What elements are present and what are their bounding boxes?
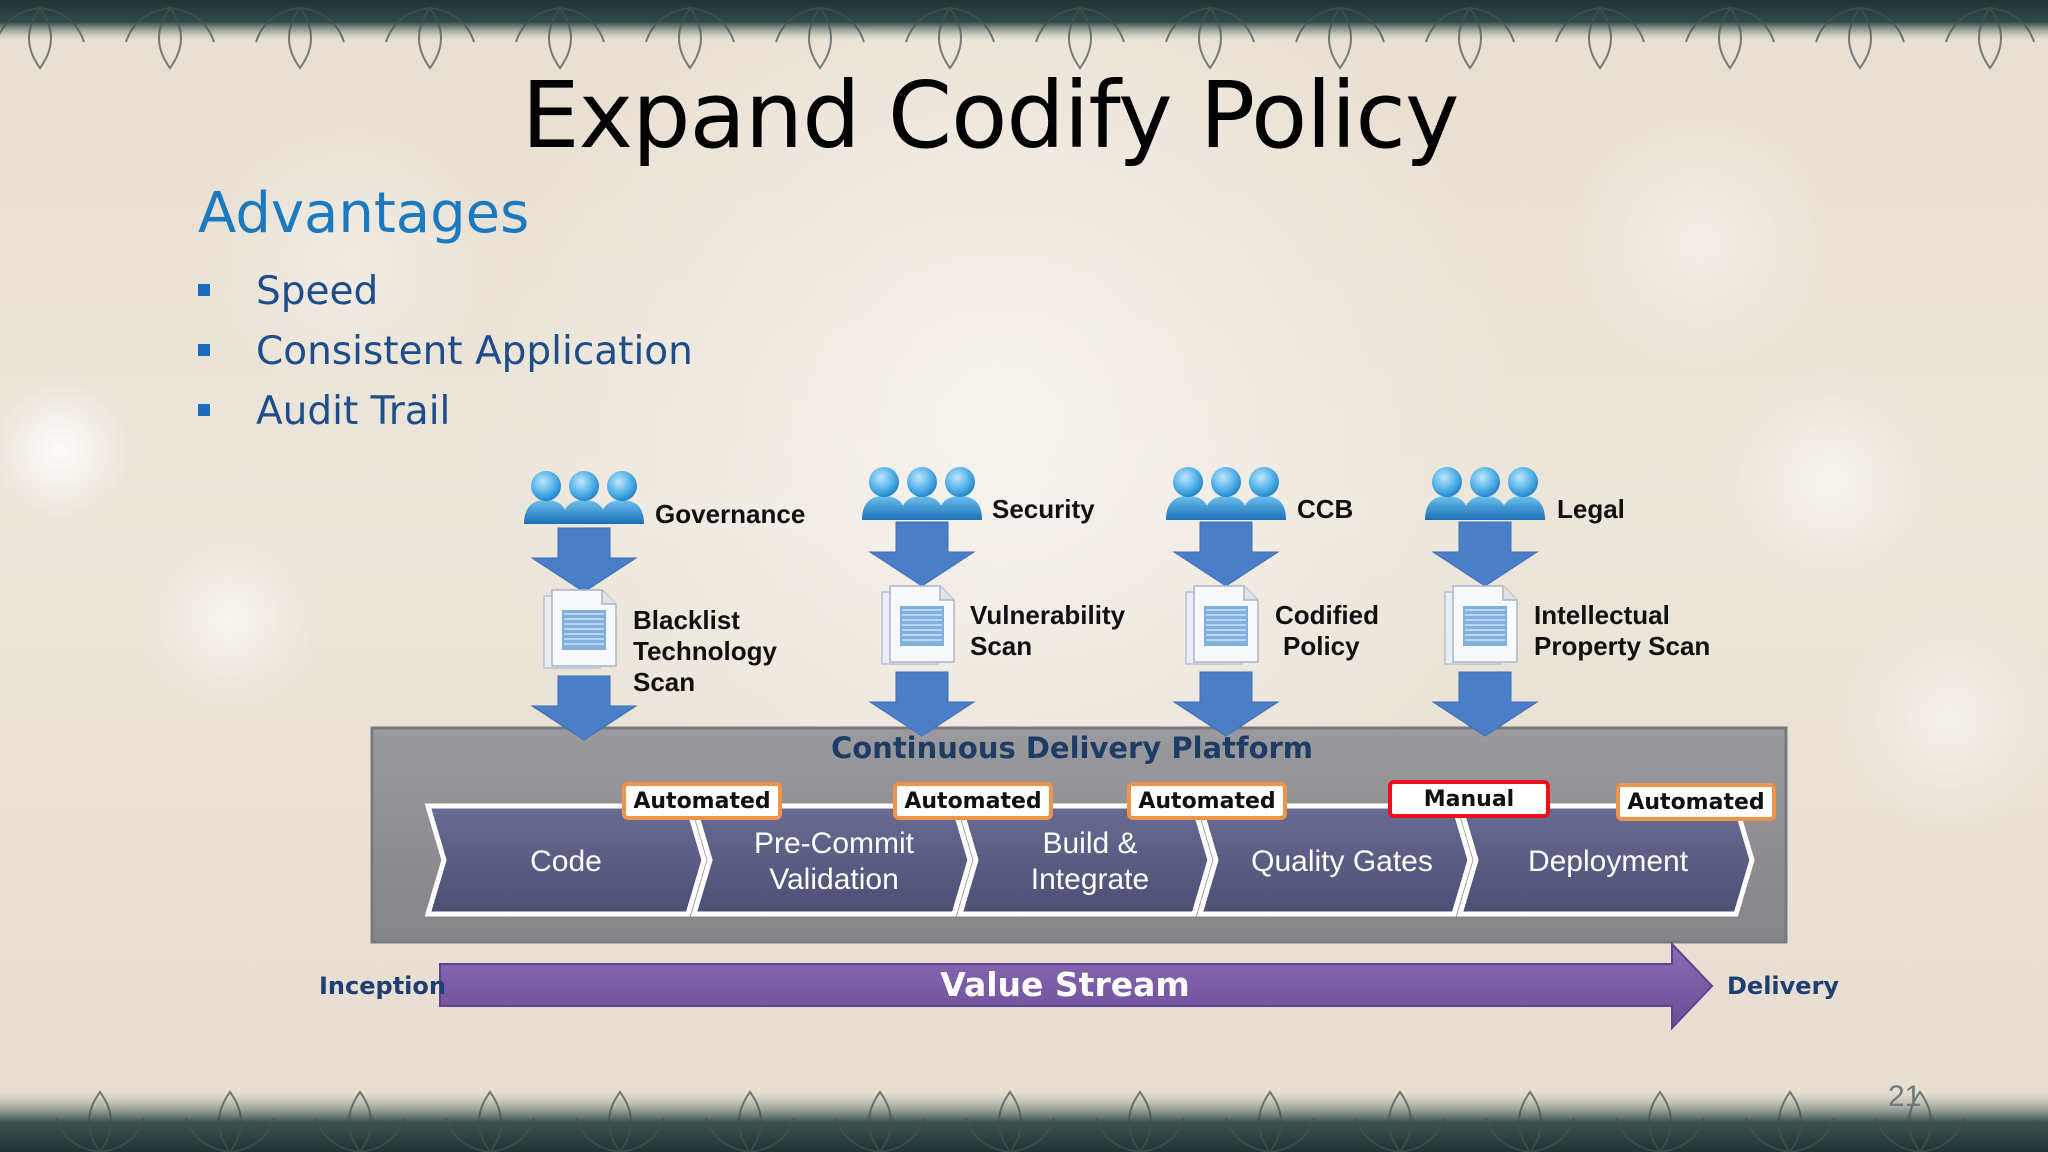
down-arrow-icon [1172,521,1280,587]
stage-label-build: Build &Integrate [980,826,1200,898]
document-icon [1444,585,1518,665]
down-arrow-icon [530,675,638,741]
bullet-square-icon [198,404,210,416]
check-label-line: Property Scan [1534,631,1711,661]
stage-label-line: Deployment [1527,845,1689,878]
value-stream-label: Value Stream [940,965,1190,1004]
stage-label-line: Validation [769,863,899,896]
document-icon [543,589,617,669]
check-label-line: Policy [1283,631,1360,661]
check-label-line: Codified [1275,600,1379,630]
check-label: Vulnerability Scan [970,600,1125,662]
stage-label-quality-gates: Quality Gates [1224,826,1460,898]
inception-label: Inception [319,972,446,1000]
down-arrow-icon [530,527,638,593]
people-group-icon [1166,467,1286,520]
stage-label-deployment: Deployment [1486,826,1730,898]
bullet-square-icon [198,344,210,356]
down-arrow-icon [1172,671,1280,737]
top-ornament-band [0,0,2048,72]
team-label: Governance [655,499,806,529]
platform-title: Continuous Delivery Platform [830,731,1314,765]
check-label-line: Vulnerability [970,600,1126,630]
down-arrow-icon [1431,521,1539,587]
bottom-ornament-band [0,1052,2048,1152]
team-label: Legal [1557,494,1625,524]
stage-label-code: Code [450,826,682,898]
check-label-line: Scan [970,631,1033,661]
people-group-icon [1425,467,1545,520]
down-arrow-icon [868,671,976,737]
bullet-text: Audit Trail [256,389,451,434]
check-label: Codified Policy [1275,600,1379,662]
check-label-line: Blacklist [633,605,740,635]
document-icon [1185,585,1259,665]
document-icon [881,585,955,665]
stage-label-line: Integrate [1030,863,1150,896]
team-label: Security [992,494,1095,524]
gate-badge-automated: Automated [622,782,782,820]
people-group-icon [862,467,982,520]
check-label-line: Scan [633,667,696,697]
people-group-icon [524,471,644,524]
team-label: CCB [1297,494,1354,524]
down-arrow-icon [868,521,976,587]
bullet-text: Speed [256,269,379,314]
gate-badge-automated: Automated [1616,783,1776,821]
stage-label-line: Code [530,845,602,878]
check-label: Intellectual Property Scan [1534,600,1710,662]
bullet-text: Consistent Application [256,329,693,374]
gate-badge-manual: Manual [1388,780,1550,818]
check-label-line: Intellectual [1534,600,1670,630]
gate-badge-automated: Automated [1127,782,1287,820]
check-label-line: Technology [633,636,777,666]
slide-title: Expand Codify Policy [521,62,1460,169]
gate-badge-automated: Automated [893,782,1053,820]
bullet-square-icon [198,284,210,296]
check-label: Blacklist Technology Scan [633,605,777,698]
stage-label-line: Build & [1042,827,1138,860]
down-arrow-icon [1431,671,1539,737]
delivery-label: Delivery [1727,972,1840,1000]
stage-label-line: Pre-Commit [753,827,914,860]
page-number: 21 [1888,1080,1922,1113]
value-stream-arrow [439,941,1714,1031]
stage-label-line: Quality Gates [1251,845,1433,878]
advantages-heading: Advantages [198,181,530,246]
